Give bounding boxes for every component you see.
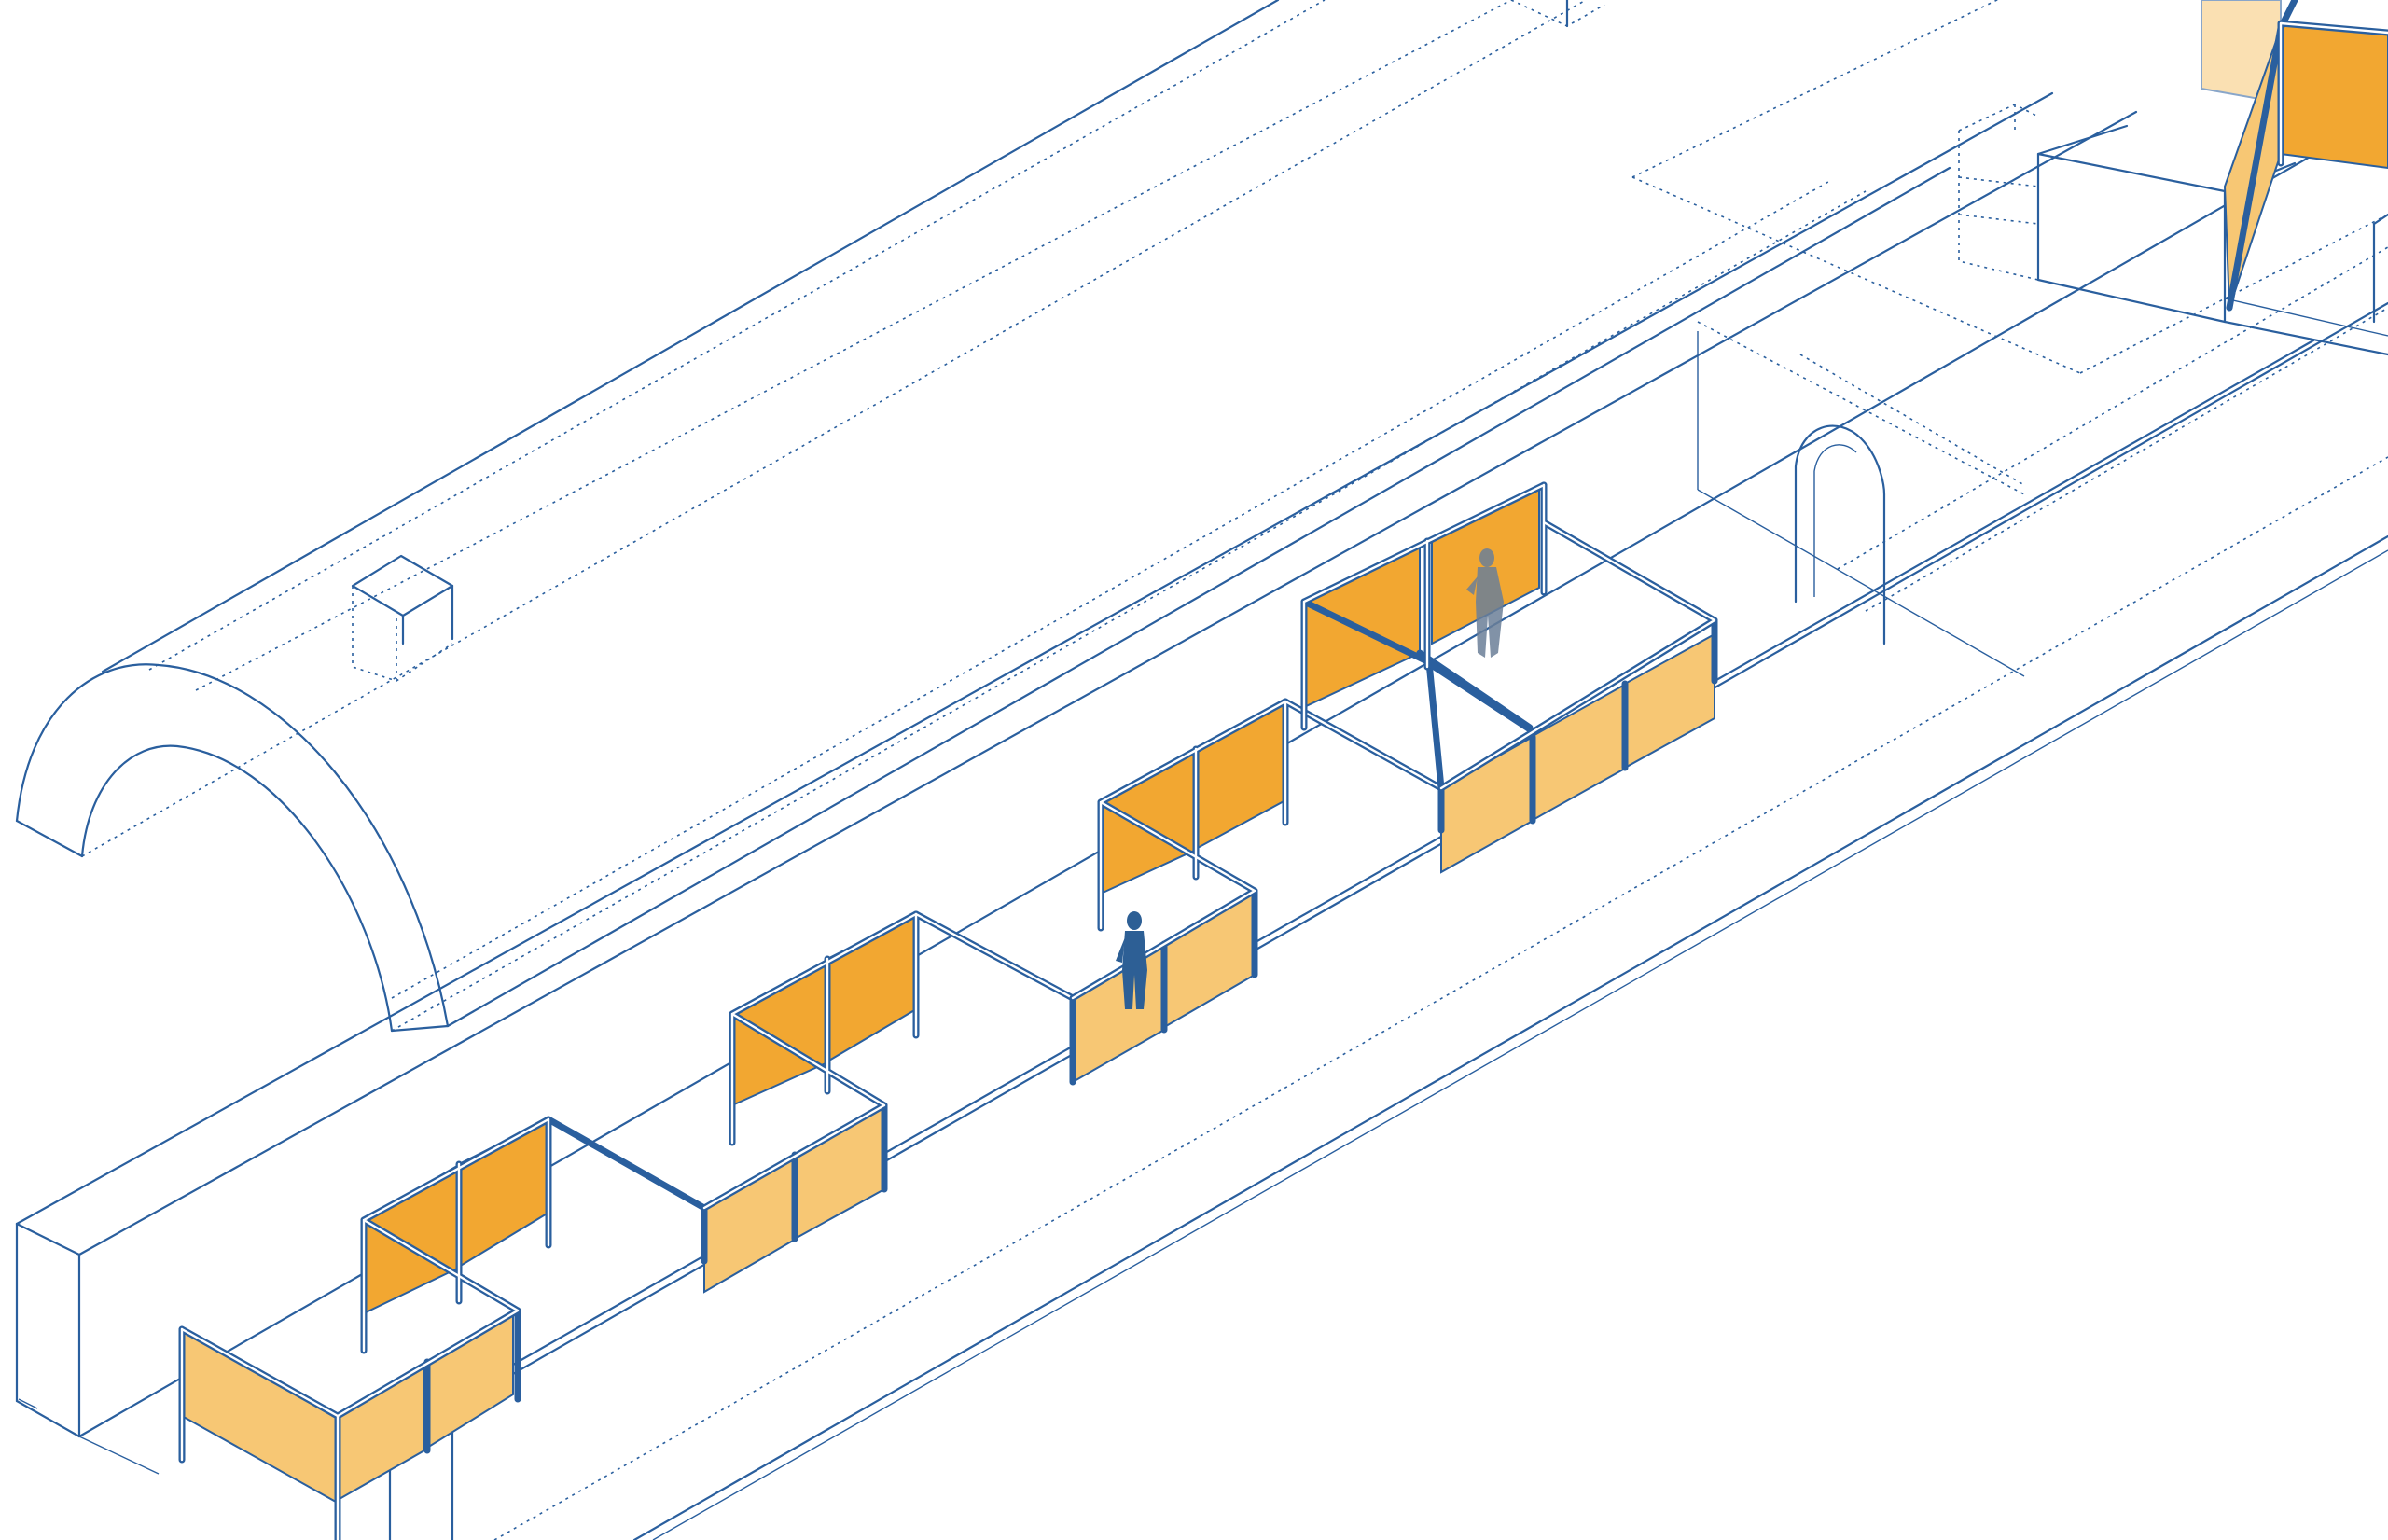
far-stall-fragment [2201, 0, 2388, 312]
stall-module-2 [701, 910, 1076, 1294]
person-figure-near [1116, 911, 1147, 1009]
stall-module-4 [1300, 481, 1718, 874]
barrel-vault-roof [15, 0, 1951, 1033]
stall-module-3 [1069, 698, 1445, 1086]
person-figure-far [1466, 548, 1504, 658]
people-figures [1116, 548, 1504, 1009]
stall-module-1 [178, 1116, 708, 1540]
market-stall-modules [178, 481, 1718, 1540]
